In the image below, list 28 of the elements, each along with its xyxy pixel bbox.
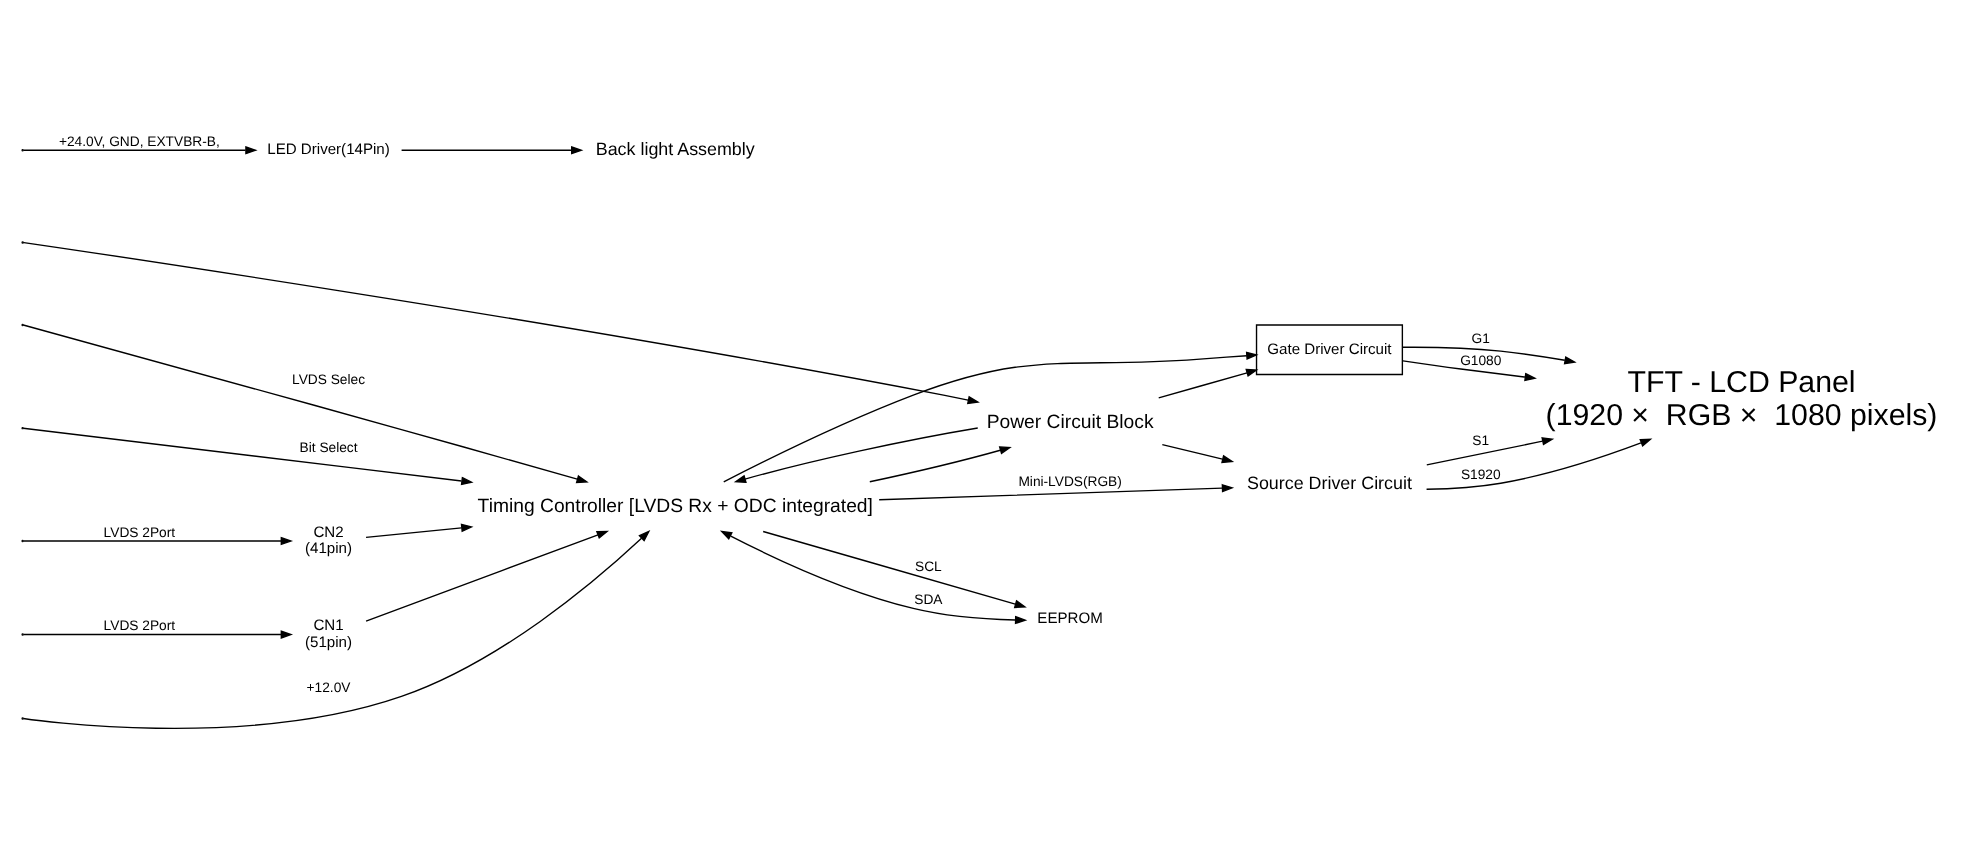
arrow — [1158, 368, 1259, 399]
node-text: Source Driver Circuit — [1247, 473, 1412, 494]
arrow — [1401, 346, 1577, 365]
node-text: TFT - LCD Panel (1920 × RGB × 1080 pixels) — [1545, 365, 1938, 433]
arrow — [878, 483, 1235, 501]
node-text: Back light Assembly — [595, 138, 755, 159]
arrow — [22, 630, 294, 639]
arrow — [762, 530, 1027, 609]
node-text: EEPROM — [1037, 609, 1103, 628]
arrow — [22, 145, 258, 155]
node-box: Gate Driver Circuit — [1255, 324, 1404, 376]
arrow — [365, 523, 474, 539]
arrow — [1425, 438, 1653, 490]
node-text: Timing Controller [LVDS Rx + ODC integrated] — [477, 495, 873, 518]
arrow — [869, 446, 1012, 483]
arrow — [1426, 437, 1555, 466]
arrow — [22, 427, 474, 486]
node-text: Power Circuit Block — [986, 411, 1154, 434]
arrow — [365, 530, 610, 622]
arrow — [733, 427, 979, 484]
arrow — [400, 145, 584, 155]
node-text: CN1 (51pin) — [305, 616, 353, 651]
node-text: LED Driver(14Pin) — [267, 140, 390, 159]
arrow — [719, 530, 1028, 625]
node-text: CN2 (41pin) — [305, 522, 353, 558]
arrow — [1402, 360, 1537, 382]
arrow — [1161, 443, 1235, 464]
arrow — [723, 351, 1259, 483]
